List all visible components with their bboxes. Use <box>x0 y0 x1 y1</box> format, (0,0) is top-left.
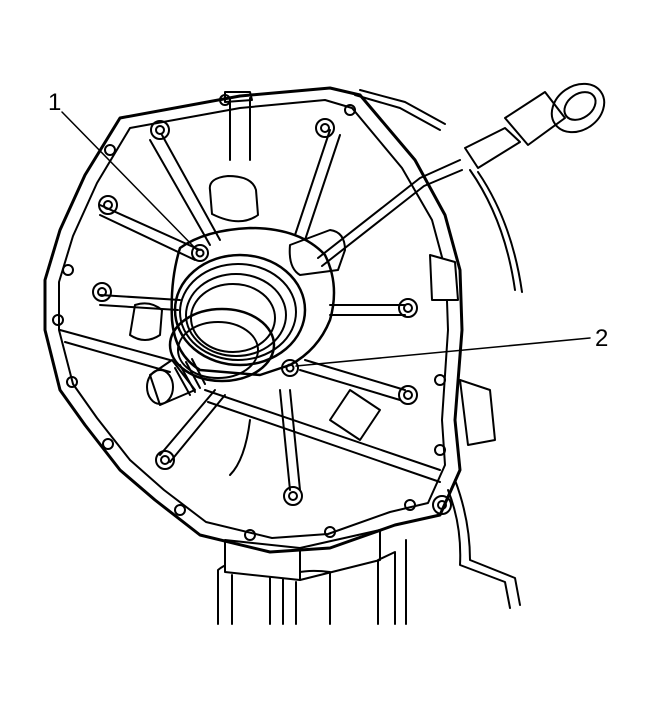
release-bearing-assembly <box>146 226 346 406</box>
bearing-mount-plate <box>170 226 336 377</box>
upper-boss <box>129 91 259 341</box>
support-stand <box>217 529 407 625</box>
bearing-body <box>173 253 307 367</box>
housing-flange <box>43 86 464 554</box>
callout-label-2: 2 <box>595 325 608 352</box>
flange-bolt-holes <box>52 94 446 541</box>
wire-harness <box>354 89 523 609</box>
callout-1: 1 <box>48 89 198 251</box>
case-ribs <box>59 97 441 491</box>
callout-label-1: 1 <box>48 89 61 116</box>
hydraulic-line <box>317 82 606 267</box>
bearing-bolt-upper <box>191 244 209 262</box>
leader-line-2 <box>295 337 591 367</box>
callout-2: 2 <box>295 325 608 367</box>
leader-line-1 <box>61 111 198 251</box>
input-shaft <box>146 358 206 406</box>
bearing-inner-race <box>168 307 276 383</box>
line-end-fitting <box>550 82 606 134</box>
case-bolts <box>92 118 452 515</box>
bearing-boss <box>288 229 346 276</box>
bearing-bolt-lower <box>281 359 299 377</box>
